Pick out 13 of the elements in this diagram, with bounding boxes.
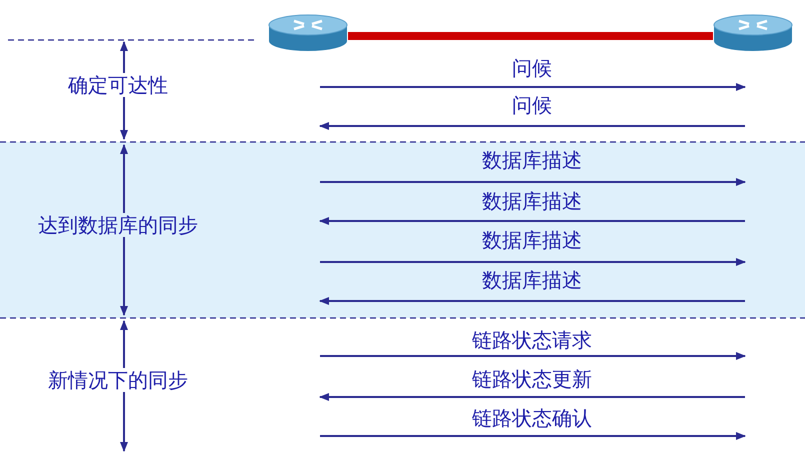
message-label: 链路状态确认 [472,406,592,430]
message-label: 问候 [512,93,552,117]
message-label: 链路状态请求 [472,328,592,352]
phase-label: 达到数据库的同步 [36,213,200,237]
message-label: 数据库描述 [482,228,582,252]
message-label: 问候 [512,56,552,80]
phase-label: 新情况下的同步 [46,368,190,392]
message-label: 链路状态更新 [472,367,592,391]
phase-label: 确定可达性 [66,73,170,97]
message-label: 数据库描述 [482,268,582,292]
link-line [348,32,713,40]
message-label: 数据库描述 [482,148,582,172]
message-label: 数据库描述 [482,189,582,213]
